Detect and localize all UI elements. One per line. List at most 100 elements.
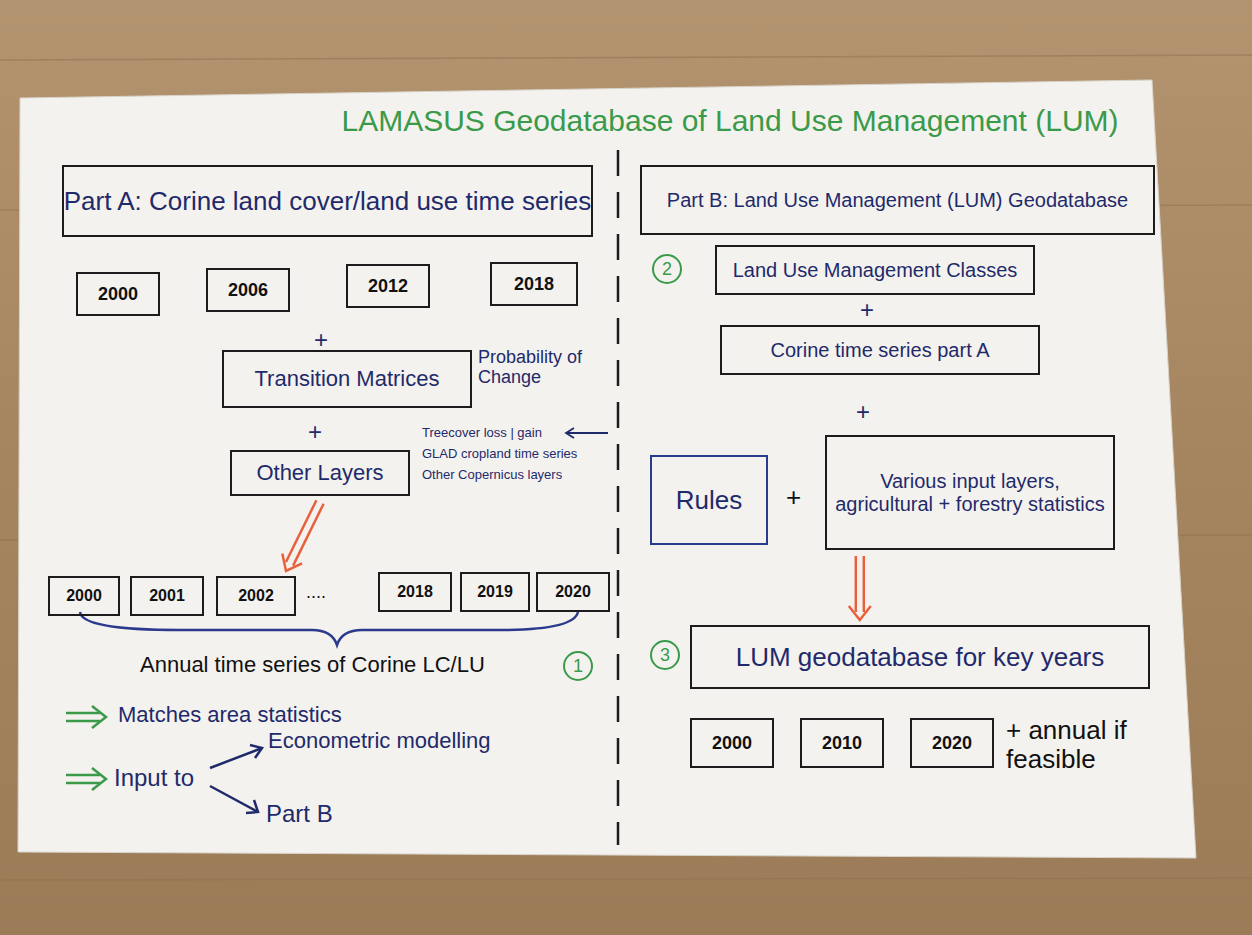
year-box: 2020 bbox=[910, 718, 994, 768]
process-box: Other Layers bbox=[230, 450, 410, 496]
node-text: 2020 bbox=[555, 583, 591, 601]
node-text: Land Use Management Classes bbox=[733, 259, 1018, 282]
year-box: 2006 bbox=[206, 268, 290, 312]
label-text: 3 bbox=[660, 645, 670, 666]
process-box: Land Use Management Classes bbox=[715, 245, 1035, 295]
process-box: Corine time series part A bbox=[720, 325, 1040, 375]
label-text: GLAD cropland time series bbox=[422, 446, 577, 461]
label-text: + bbox=[308, 418, 322, 445]
node-text: Other Layers bbox=[256, 460, 383, 486]
annotation: Matches area statistics bbox=[118, 702, 342, 728]
process-box: Various input layers, agricultural + for… bbox=[825, 435, 1115, 550]
year-box: 2002 bbox=[216, 576, 296, 616]
process-box: Transition Matrices bbox=[222, 350, 472, 408]
node-text: 2019 bbox=[477, 583, 513, 601]
year-box: 2010 bbox=[800, 718, 884, 768]
node-text: 2010 bbox=[822, 733, 862, 754]
plus-sign: + bbox=[314, 326, 328, 354]
annotation: Input to bbox=[114, 764, 194, 792]
pointer-arrow bbox=[566, 428, 608, 438]
plus-sign: + bbox=[786, 482, 801, 513]
annotation: Probability of Change bbox=[478, 348, 600, 388]
plus-sign: + bbox=[856, 398, 870, 426]
plus-sign: + bbox=[308, 418, 322, 446]
node-text: 2002 bbox=[238, 587, 274, 605]
plus-sign: + bbox=[860, 296, 874, 324]
label-text: + bbox=[856, 398, 870, 425]
callout-number: 2 bbox=[652, 254, 682, 284]
label-text: Econometric modelling bbox=[268, 728, 491, 753]
label-text: + bbox=[860, 296, 874, 323]
label-text: Part B bbox=[266, 800, 333, 827]
green-arrow bbox=[66, 706, 106, 728]
arrow-head bbox=[849, 606, 871, 620]
callout-number: 1 bbox=[563, 651, 593, 681]
node-text: Rules bbox=[676, 485, 742, 516]
label-text: + bbox=[314, 326, 328, 353]
node-text: 2000 bbox=[66, 587, 102, 605]
year-box: 2012 bbox=[346, 264, 430, 308]
arrow-shaft bbox=[293, 504, 323, 566]
section-header-box: Part B: Land Use Management (LUM) Geodat… bbox=[640, 165, 1155, 235]
divider bbox=[617, 150, 620, 845]
process-box: LUM geodatabase for key years bbox=[690, 625, 1150, 689]
branch-arrows bbox=[210, 745, 262, 813]
node-text: 2020 bbox=[932, 733, 972, 754]
annotation: .... bbox=[306, 582, 326, 603]
rules-box: Rules bbox=[650, 455, 768, 545]
section-header-box: Part A: Corine land cover/land use time … bbox=[62, 165, 593, 237]
node-text: Part A: Corine land cover/land use time … bbox=[64, 186, 591, 217]
year-box: 2019 bbox=[460, 572, 530, 612]
node-text: Part B: Land Use Management (LUM) Geodat… bbox=[667, 189, 1128, 212]
annotation: GLAD cropland time series bbox=[422, 446, 577, 461]
node-text: Various input layers, agricultural + for… bbox=[835, 470, 1105, 516]
green-arrow bbox=[66, 768, 106, 790]
flow-arrow bbox=[282, 500, 323, 571]
brace bbox=[80, 612, 578, 645]
year-box: 2020 bbox=[536, 572, 610, 612]
label-text: Input to bbox=[114, 764, 194, 791]
year-box: 2018 bbox=[378, 572, 452, 612]
label-text: 1 bbox=[573, 656, 583, 677]
node-text: 2018 bbox=[397, 583, 433, 601]
node-text: LUM geodatabase for key years bbox=[736, 642, 1105, 673]
node-text: 2018 bbox=[514, 274, 554, 295]
year-box: 2000 bbox=[48, 576, 120, 616]
node-text: 2001 bbox=[149, 587, 185, 605]
node-text: 2000 bbox=[98, 284, 138, 305]
annotation: Other Copernicus layers bbox=[422, 467, 562, 482]
label-text: .... bbox=[306, 582, 326, 602]
arrow-shaft bbox=[855, 556, 858, 612]
node-text: 2000 bbox=[712, 733, 752, 754]
label-text: Treecover loss | gain bbox=[422, 425, 542, 440]
node-text: Corine time series part A bbox=[771, 339, 990, 362]
paper-sheet bbox=[18, 80, 1196, 858]
arrow-shaft bbox=[863, 556, 866, 612]
arrow-head bbox=[282, 554, 302, 571]
wood-grain bbox=[0, 55, 1252, 880]
callout-number: 3 bbox=[650, 640, 680, 670]
node-text: 2012 bbox=[368, 276, 408, 297]
year-box: 2000 bbox=[76, 272, 160, 316]
year-box: 2018 bbox=[490, 262, 578, 306]
title: LAMASUS Geodatabase of Land Use Manageme… bbox=[335, 104, 1125, 138]
year-box: 2000 bbox=[690, 718, 774, 768]
arrow-shaft bbox=[286, 500, 316, 562]
label-text: 2 bbox=[662, 259, 672, 280]
label-text: Probability of Change bbox=[478, 347, 582, 387]
label-text: Matches area statistics bbox=[118, 702, 342, 727]
annotation: Part B bbox=[266, 800, 333, 828]
node-text: Transition Matrices bbox=[254, 366, 439, 392]
annotation: Annual time series of Corine LC/LU bbox=[140, 652, 485, 678]
annotation: Econometric modelling bbox=[268, 728, 491, 754]
annotation: Treecover loss | gain bbox=[422, 425, 542, 440]
annotation: + annual if feasible bbox=[1006, 716, 1186, 773]
label-text: Other Copernicus layers bbox=[422, 467, 562, 482]
flow-arrow bbox=[849, 556, 871, 620]
label-text: + annual if feasible bbox=[1006, 715, 1127, 774]
year-box: 2001 bbox=[130, 576, 204, 616]
